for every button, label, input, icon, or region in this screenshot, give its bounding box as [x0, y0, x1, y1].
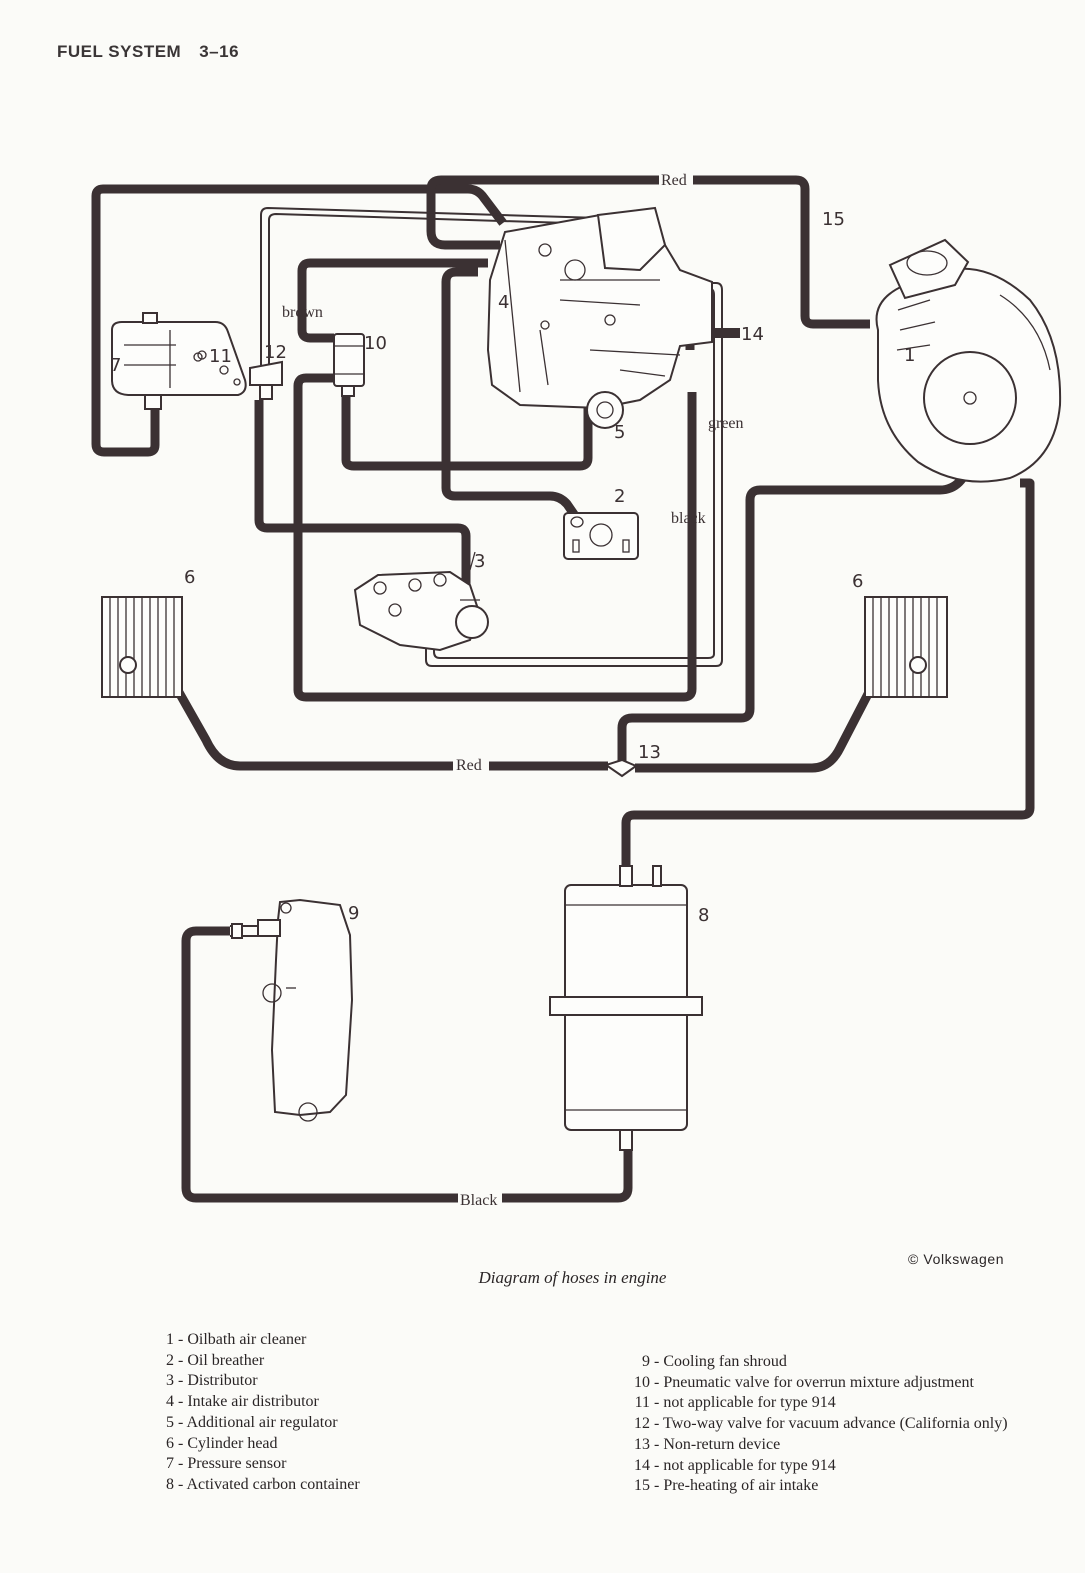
callout-3: 3: [474, 551, 485, 572]
label-black: black: [671, 510, 706, 527]
callout-13: 13: [638, 742, 661, 763]
figure-caption: Diagram of hoses in engine: [478, 1268, 667, 1287]
cylinder-head-6-left: [101, 596, 183, 698]
intake-distributor-4: [486, 206, 713, 410]
legend-item: 6 - Cylinder head: [166, 1434, 278, 1452]
callout-8: 8: [698, 905, 709, 926]
air-cleaner-1: [875, 238, 1062, 483]
legend-item: 4 - Intake air distributor: [166, 1393, 319, 1411]
callouts: 1 2 3 4 5 6 6 7 8 9 10 11 12 13 14 15: [110, 209, 915, 926]
hose-12-to-distributor: [254, 400, 471, 600]
legend-item: 15 - Pre-heating of air intake: [634, 1477, 819, 1495]
oil-breather-2: [563, 512, 639, 560]
legend-item: 12 - Two-way valve for vacuum advance (C…: [634, 1415, 1008, 1433]
callout-1: 1: [904, 345, 915, 366]
page-header: FUEL SYSTEM 3–16: [57, 42, 239, 62]
hose-labels: Red Red Black brown green black: [282, 171, 744, 1209]
callout-11: 11: [209, 346, 232, 367]
hose-valve-10-to-5: [341, 395, 593, 471]
legend-item: 5 - Additional air regulator: [166, 1413, 338, 1431]
legend-item: 1 - Oilbath air cleaner: [166, 1331, 307, 1348]
callout-7: 7: [110, 355, 121, 376]
fan-shroud-9: [231, 898, 354, 1122]
thin-hose-green-a: [425, 282, 723, 667]
label-red-top: Red: [661, 172, 687, 189]
thin-hose-12-top-a: [260, 206, 601, 365]
callout-2: 2: [614, 486, 625, 507]
legend-left: 1 - Oilbath air cleaner 2 - Oil breather…: [163, 1330, 360, 1496]
callout-14: 14: [741, 324, 764, 345]
callout-6-left: 6: [184, 567, 195, 588]
callout-10: 10: [364, 333, 387, 354]
hose-brown: [297, 258, 488, 343]
thin-hose-12-top-b: [268, 212, 601, 365]
hose-oil-breather: [441, 267, 582, 523]
label-red-bottom: Red: [456, 757, 482, 774]
page-number: 3–16: [199, 42, 240, 61]
callout-15: 15: [822, 209, 845, 230]
legend-item: 8 - Activated carbon container: [166, 1475, 360, 1493]
label-green: green: [708, 415, 744, 432]
non-return-device-13: [603, 758, 639, 778]
distributor-3: [353, 551, 489, 652]
legend-item: 10 - Pneumatic valve for overrun mixture…: [634, 1373, 974, 1391]
carbon-container-8: [549, 865, 703, 1151]
copyright-notice: © Volkswagen: [908, 1251, 1005, 1267]
legend-item: 2 - Oil breather: [166, 1351, 265, 1369]
hose-black-bottom: [181, 926, 633, 1203]
pressure-sensor-7: [111, 312, 247, 410]
label-brown: brown: [282, 304, 323, 321]
legend-item: 11 - not applicable for type 914: [634, 1394, 836, 1412]
legend-item: 3 - Distributor: [166, 1372, 258, 1390]
legend-item: 9 - Cooling fan shroud: [642, 1353, 787, 1370]
valve-12: [249, 360, 283, 400]
callout-5: 5: [614, 422, 625, 443]
callout-4: 4: [498, 292, 509, 313]
valve-10: [333, 333, 365, 397]
hose-red-top: [426, 175, 870, 329]
hose-carbon-container: [621, 478, 1035, 885]
hose-pressure-sensor: [91, 184, 507, 457]
callout-11-marker: [193, 352, 203, 362]
label-black-bottom: Black: [460, 1192, 497, 1209]
parts: [101, 206, 1062, 1151]
legend-item: 7 - Pressure sensor: [166, 1455, 287, 1473]
legend-item: 13 - Non-return device: [634, 1435, 781, 1453]
hose-valve-10-loop: [293, 373, 697, 702]
hose-air-cleaner-to-13: [617, 455, 977, 768]
legend-right: 9 - Cooling fan shroud 10 - Pneumatic va…: [628, 1352, 1008, 1497]
callout-12: 12: [264, 342, 287, 363]
cylinder-head-6-right: [864, 596, 948, 698]
callout-6-right: 6: [852, 571, 863, 592]
legend-item: 14 - not applicable for type 914: [634, 1456, 836, 1474]
callout-9: 9: [348, 903, 359, 924]
section-title: FUEL SYSTEM: [57, 42, 182, 61]
air-regulator-5: [586, 391, 624, 429]
